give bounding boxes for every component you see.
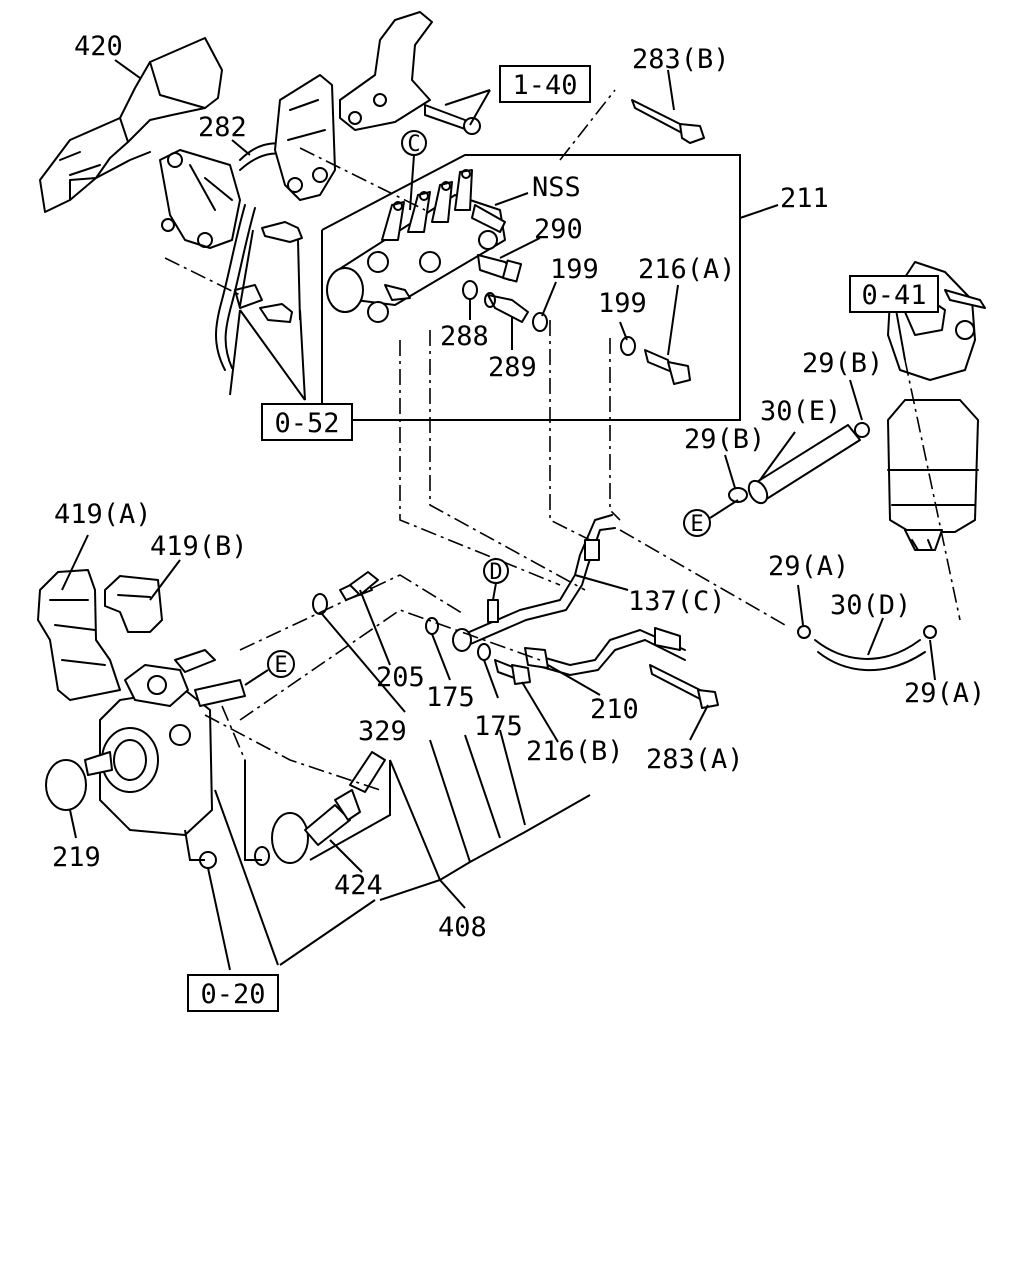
hose-30e (747, 424, 861, 505)
pipe-bracket-0-52 (215, 204, 303, 371)
washer-199-b (620, 336, 636, 356)
label-283b: 283(B) (632, 44, 730, 75)
label-29b-left: 29(B) (684, 424, 765, 455)
ref-box-0-20[interactable]: 0-20 (187, 974, 279, 1012)
label-408: 408 (438, 912, 487, 943)
marker-c: C (401, 130, 427, 211)
label-175-a: 175 (426, 682, 475, 713)
part-labels: 420 282 283(B) 211 NSS 290 199 216(A) 19… (52, 31, 985, 943)
washer-199-a (532, 312, 548, 332)
eye-bolt-216b (494, 659, 531, 685)
marker-e-right: E (683, 499, 739, 537)
bolt-1-40 (424, 104, 481, 135)
ref-box-1-40[interactable]: 1-40 (499, 65, 591, 103)
bracket-282 (159, 142, 303, 249)
ref-0-52-label: 0-52 (274, 408, 339, 439)
label-29a-bottom: 29(A) (904, 678, 985, 709)
label-30d: 30(D) (830, 590, 911, 621)
ref-1-40-label: 1-40 (512, 70, 577, 101)
flow-lines (164, 89, 961, 791)
fitting-d (487, 599, 499, 623)
washer-175-a (425, 617, 439, 635)
ref-box-0-52[interactable]: 0-52 (261, 403, 353, 441)
label-137c: 137(C) (628, 586, 726, 617)
fitting-205 (339, 571, 379, 601)
label-282: 282 (198, 112, 247, 143)
plug-289 (484, 292, 529, 323)
shield-419b (104, 575, 163, 633)
label-216a: 216(A) (638, 254, 736, 285)
label-205: 205 (376, 662, 425, 693)
eye-bolt-216a (644, 349, 691, 385)
leader-lines (61, 59, 936, 971)
sensor-424 (254, 751, 386, 866)
upper-mount-bracket (274, 11, 433, 201)
label-424: 424 (334, 870, 383, 901)
hose-30d (814, 639, 926, 671)
marker-d-label: D (489, 560, 502, 585)
label-29a-top: 29(A) (768, 551, 849, 582)
label-199-b: 199 (598, 288, 647, 319)
ref-0-20-label: 0-20 (200, 979, 265, 1010)
label-329: 329 (358, 716, 407, 747)
label-419b: 419(B) (150, 531, 248, 562)
supply-pump (84, 649, 246, 836)
marker-c-label: C (407, 132, 420, 157)
o-ring-219 (45, 759, 87, 811)
label-420: 420 (74, 31, 123, 62)
pipe-137c (452, 514, 616, 652)
heat-shield-420 (39, 37, 223, 213)
assembly-box-211 (321, 154, 741, 421)
label-nss: NSS (532, 172, 581, 203)
clamp-29b-lower (728, 487, 748, 503)
marker-e-right-label: E (690, 512, 703, 537)
label-210: 210 (590, 694, 639, 725)
bolt-283b (631, 99, 705, 144)
label-289: 289 (488, 352, 537, 383)
marker-e-left: E (244, 650, 295, 686)
clamp-29a-right (923, 625, 937, 639)
label-219: 219 (52, 842, 101, 873)
label-283a: 283(A) (646, 744, 744, 775)
label-211: 211 (780, 183, 829, 214)
label-290: 290 (534, 214, 583, 245)
clamp-29b-upper (854, 422, 870, 438)
clamp-29a-left (797, 625, 811, 639)
o-ring-329 (312, 593, 328, 615)
marker-d: D (483, 558, 509, 601)
marker-e-left-label: E (274, 653, 287, 678)
ref-0-41-label: 0-41 (861, 280, 926, 311)
washer-175-b (477, 643, 491, 661)
label-30e: 30(E) (760, 396, 841, 427)
bolt-283a (649, 664, 719, 709)
label-419a: 419(A) (54, 499, 152, 530)
ref-box-0-41[interactable]: 0-41 (849, 275, 939, 313)
shield-419a (37, 569, 121, 701)
label-29b-top: 29(B) (802, 348, 883, 379)
label-175-b: 175 (474, 711, 523, 742)
common-rail-211 (326, 169, 506, 323)
label-199-a: 199 (550, 254, 599, 285)
label-288: 288 (440, 321, 489, 352)
label-216b: 216(B) (526, 736, 624, 767)
pipe-210 (524, 627, 686, 676)
sensor-290 (477, 254, 523, 283)
washer-288 (462, 280, 478, 300)
